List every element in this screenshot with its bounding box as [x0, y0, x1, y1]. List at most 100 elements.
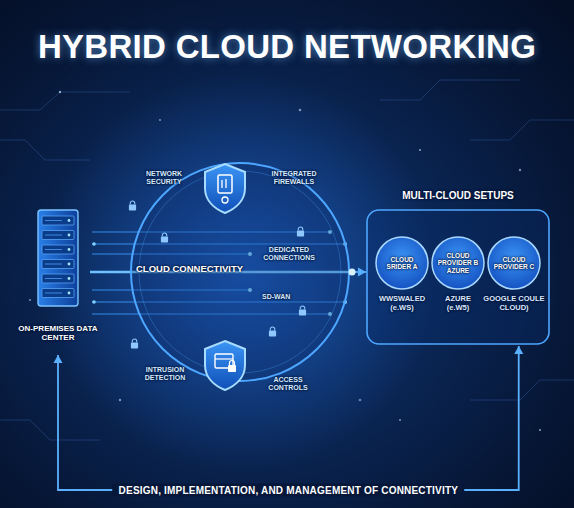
- disc-outline: [431, 236, 485, 328]
- disc-outline: [487, 236, 541, 328]
- server-light: [68, 234, 71, 237]
- lock-icon: [129, 201, 136, 210]
- line-dot: [92, 242, 96, 246]
- security-shield: [205, 341, 245, 390]
- firewall-icon: [225, 179, 226, 188]
- server-slot: [42, 245, 74, 254]
- star-dots: [29, 91, 541, 431]
- cloud-provider: CLOUD PROVIDER B AZURE AZURE (e.W5): [431, 236, 485, 328]
- panel-heading: MULTI-CLOUD SETUPS: [366, 190, 550, 202]
- server-vent: [45, 220, 62, 221]
- provider-caption: AZURE (e.W5): [435, 295, 481, 312]
- line-end-glow: [349, 269, 356, 276]
- shield-outline: [205, 341, 245, 390]
- circuit-trace: [470, 120, 574, 140]
- provider-name: CLOUD PROVIDER C: [492, 236, 536, 290]
- lock-icon: [131, 339, 138, 348]
- lock-icon: [297, 227, 304, 236]
- ring-label: DEDICATED CONNECTIONS: [256, 246, 322, 262]
- arrow-head: [514, 346, 523, 354]
- server-vent: [45, 293, 62, 294]
- server-slot: [42, 289, 74, 298]
- line-dot: [92, 300, 96, 304]
- circuit-trace: [0, 420, 100, 440]
- connector: [350, 268, 366, 277]
- server-light: [68, 277, 71, 280]
- diagram-title: HYBRID CLOUD NETWORKING: [0, 28, 574, 66]
- center-glow: [40, 72, 440, 472]
- connector-line: [90, 271, 130, 274]
- circuit-trace: [0, 92, 130, 110]
- connector-line: [58, 346, 519, 490]
- star-dot: [159, 119, 161, 121]
- firewall-icon: [222, 197, 228, 203]
- server-vent: [45, 235, 62, 236]
- server-body: [38, 210, 78, 306]
- server-slot: [42, 216, 74, 225]
- server-light: [68, 219, 71, 222]
- firewall-icon: [221, 180, 222, 188]
- server-light: [68, 248, 71, 251]
- server-vent: [45, 249, 62, 250]
- disc-outline: [488, 237, 540, 289]
- connector: [54, 346, 524, 490]
- circuit-trace: [380, 80, 520, 100]
- panel-outline: [367, 210, 549, 344]
- security-shield: [205, 164, 245, 213]
- connectivity-ring: NETWORK SECURITY INTEGRATED FIREWALLS DEDI…: [130, 162, 350, 382]
- edge-label: DESIGN, IMPLEMENTATION, AND MANAGEMENT O…: [113, 484, 465, 497]
- detection-icon: [230, 361, 235, 365]
- server-light: [68, 263, 71, 266]
- lock-icon: [161, 233, 168, 242]
- star-dot: [59, 91, 61, 93]
- star-dot: [419, 149, 421, 151]
- disc-outline: [432, 237, 484, 289]
- star-dot: [359, 399, 362, 402]
- circuit-trace: [0, 140, 90, 160]
- connector: [90, 272, 130, 273]
- star-dot: [29, 299, 31, 301]
- circuit-traces: [0, 80, 574, 440]
- firewall-icon: [218, 175, 232, 193]
- star-dot: [519, 169, 521, 171]
- star-dot: [299, 109, 302, 112]
- server-slot: [42, 274, 74, 283]
- server-vent: [45, 264, 62, 265]
- server-slot: [42, 231, 74, 240]
- server-vent: [45, 278, 62, 279]
- arrow-head: [358, 268, 366, 277]
- detection-icon: [215, 358, 233, 359]
- ring-label: INTRUSION DETECTION: [138, 366, 192, 382]
- server-light: [68, 292, 71, 295]
- node-label: ON-PREMISES DATA CENTER: [18, 324, 98, 342]
- ring-fill: [131, 163, 349, 381]
- arrow-head: [54, 355, 63, 363]
- shield-outline: [205, 164, 245, 213]
- multi-cloud-panel: MULTI-CLOUD SETUPS CLOUD SRIDER A WWSWALED…: [366, 186, 550, 346]
- disc-outline: [375, 236, 429, 328]
- provider-name: CLOUD PROVIDER B AZURE: [436, 236, 480, 290]
- ring-label: ACCESS CONTROLS: [264, 376, 312, 392]
- lock-icon: [299, 306, 306, 315]
- ring-label: NETWORK SECURITY: [136, 170, 192, 186]
- star-dot: [539, 429, 541, 431]
- detection-icon: [228, 365, 236, 372]
- lock-icon: [269, 327, 276, 336]
- ring-heading: CLOUD CONNECTIVITY: [136, 264, 243, 275]
- provider-caption: GOOGLE COULE CLOUD): [478, 295, 550, 312]
- ring-label: INTEGRATED FIREWALLS: [262, 170, 326, 186]
- cloud-provider: CLOUD SRIDER A WWSWALED (e.WS): [375, 236, 429, 328]
- detection-icon: [215, 354, 233, 368]
- ring-label: SD-WAN: [262, 293, 290, 301]
- circuit-trace: [470, 380, 574, 400]
- disc-outline: [376, 237, 428, 289]
- server-slot: [42, 260, 74, 269]
- provider-name: CLOUD SRIDER A: [380, 236, 424, 290]
- provider-caption: WWSWALED (e.WS): [376, 295, 428, 312]
- cloud-provider: CLOUD PROVIDER CGOOGLE COULE CLOUD): [487, 236, 541, 328]
- data-center-node: ON-PREMISES DATA CENTER: [26, 210, 90, 355]
- star-dot: [119, 399, 121, 401]
